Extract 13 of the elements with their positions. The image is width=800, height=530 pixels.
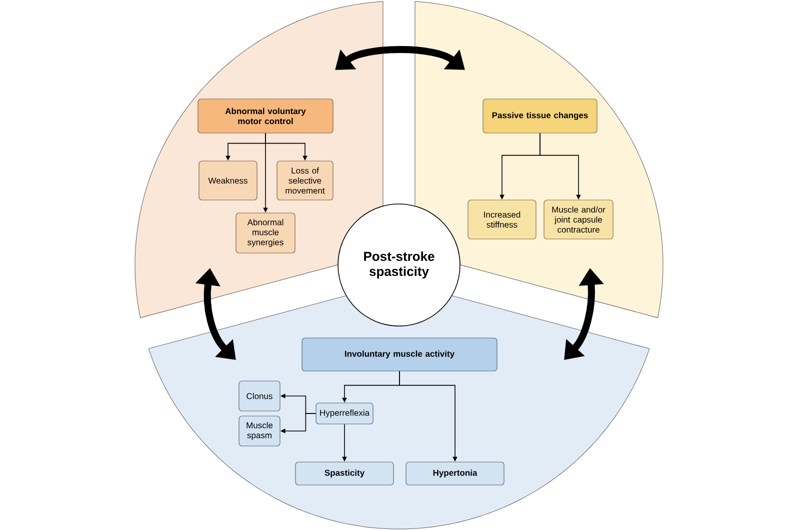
item-box: Hyperreflexia [316,402,374,424]
item-box: Clonus [238,380,280,412]
item-box: Abnormal muscle synergies [236,212,296,254]
outcome-box: Hypertonia [406,462,504,486]
item-box: Muscle spasm [238,416,280,446]
outcome-box: Spasticity [295,462,394,486]
heading-box: Involuntary muscle activity [302,338,498,372]
item-box: Loss of selective movement [276,160,334,200]
heading-box: Abnormal voluntary motor control [198,98,334,134]
item-box: Increased stiffness [468,200,536,240]
item-box: Weakness [198,160,258,200]
heading-box: Passive tissue changes [482,98,598,134]
item-box: Muscle and/or joint capsule contracture [544,200,614,240]
